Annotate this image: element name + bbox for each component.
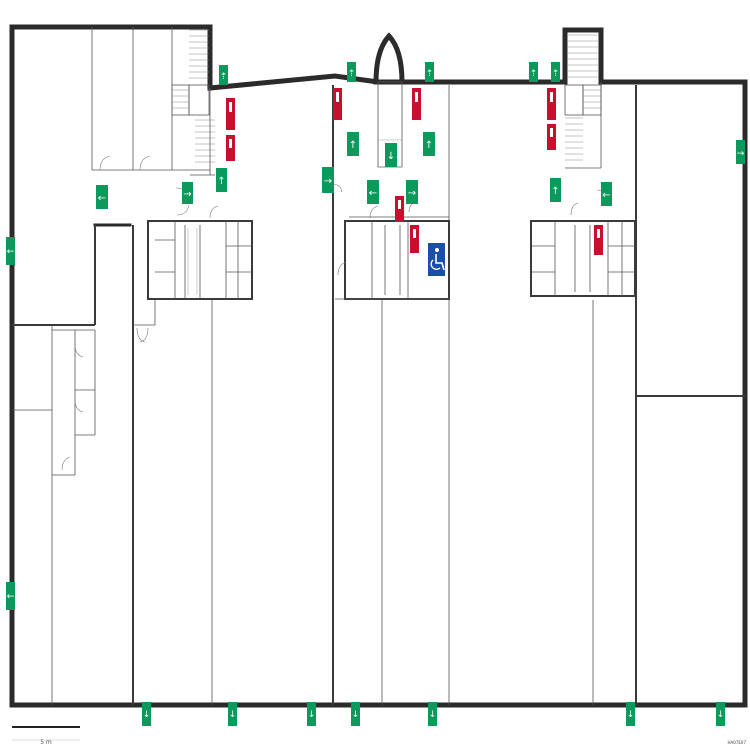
left-stair-core (171, 29, 215, 176)
right-toilet-block (530, 220, 636, 297)
exit-sign: ⇡ (347, 62, 356, 82)
svg-text:↓: ↓ (627, 710, 635, 720)
svg-text:⇡: ⇡ (552, 69, 560, 79)
scale-bar-label: 5 m (40, 739, 52, 746)
svg-text:↑: ↑ (349, 140, 357, 151)
svg-text:↓: ↓ (308, 710, 316, 720)
right-stair-core (564, 34, 602, 169)
svg-text:↓: ↓ (229, 710, 237, 720)
exit-sign: ↓ (428, 702, 437, 726)
drawing-stamp: HA07E07 (728, 740, 747, 745)
svg-text:→: → (737, 149, 745, 159)
arrow-icon: ← (601, 182, 612, 206)
exit-sign: ⇡ (551, 62, 560, 82)
svg-text:↑: ↑ (425, 140, 433, 151)
fire-equipment-group (226, 88, 603, 255)
exit-sign: ↓ (351, 702, 360, 726)
exit-sign: ⇡ (529, 62, 538, 82)
svg-text:→: → (408, 188, 416, 199)
exit-sign: ↓ (142, 702, 151, 726)
svg-text:↓: ↓ (143, 710, 151, 720)
arrow-icon: ← (96, 185, 108, 209)
exit-sign: → (736, 140, 745, 164)
fire-extinguisher-icon (547, 88, 556, 120)
arrow-icon: → (406, 180, 418, 204)
svg-text:←: ← (602, 190, 610, 201)
arrow-icon: → (182, 182, 193, 204)
fire-extinguisher-icon (594, 225, 603, 255)
svg-text:⇡: ⇡ (348, 69, 356, 79)
exit-sign: ↓ (307, 702, 316, 726)
exit-sign: ↓ (716, 702, 725, 726)
arrow-icon: → (322, 167, 334, 193)
arrow-icon: ↑ (423, 132, 435, 156)
fire-extinguisher-icon (226, 135, 235, 161)
left-toilet-block (147, 220, 253, 300)
svg-text:⇡: ⇡ (426, 69, 434, 79)
svg-text:←: ← (369, 188, 377, 199)
svg-text:→: → (183, 189, 191, 200)
exit-sign: ⇡ (219, 65, 228, 85)
svg-text:←: ← (7, 247, 15, 257)
fire-extinguisher-icon (226, 98, 235, 130)
exit-sign: ⇡ (425, 62, 434, 82)
svg-text:↑: ↑ (551, 186, 559, 197)
svg-text:→: → (324, 176, 332, 187)
arrow-icon: ↑ (216, 168, 227, 192)
exit-sign: ← (6, 582, 15, 610)
svg-text:↑: ↑ (217, 176, 225, 187)
fire-extinguisher-icon (412, 88, 421, 120)
svg-text:↓: ↓ (717, 710, 725, 720)
fire-extinguisher-icon (395, 196, 404, 222)
arrow-icon: ↑ (550, 178, 561, 202)
arrow-icon: ↑ (347, 132, 359, 156)
svg-text:←: ← (7, 592, 15, 602)
arrow-icon: ← (367, 180, 379, 204)
fire-extinguisher-icon (333, 88, 342, 120)
direction-arrow-group: ← → ↑ ↑ ↓ ↑ → ← → ↑ ← (96, 132, 612, 209)
wheelchair-icon (428, 243, 445, 276)
exit-sign: ↓ (626, 702, 635, 726)
fire-extinguisher-icon (547, 124, 556, 150)
exit-sign: ↓ (228, 702, 237, 726)
svg-text:←: ← (98, 193, 106, 204)
svg-text:⇡: ⇡ (220, 72, 228, 82)
exit-sign-group: ⇡ ⇡ ⇡ ⇡ ⇡ → ← ← ↓ ↓ ↓ ↓ ↓ ↓ ↓ (6, 62, 745, 726)
svg-text:⇡: ⇡ (530, 69, 538, 79)
fire-extinguisher-icon (410, 225, 419, 253)
svg-text:↓: ↓ (429, 710, 437, 720)
svg-text:↓: ↓ (387, 151, 395, 162)
arrow-icon: ↓ (385, 143, 397, 167)
left-wing-rooms (12, 27, 210, 476)
svg-text:↓: ↓ (352, 710, 360, 720)
scale-bar: 5 m (12, 726, 80, 746)
exit-sign: ← (6, 237, 15, 265)
unit-partitions (51, 85, 745, 705)
